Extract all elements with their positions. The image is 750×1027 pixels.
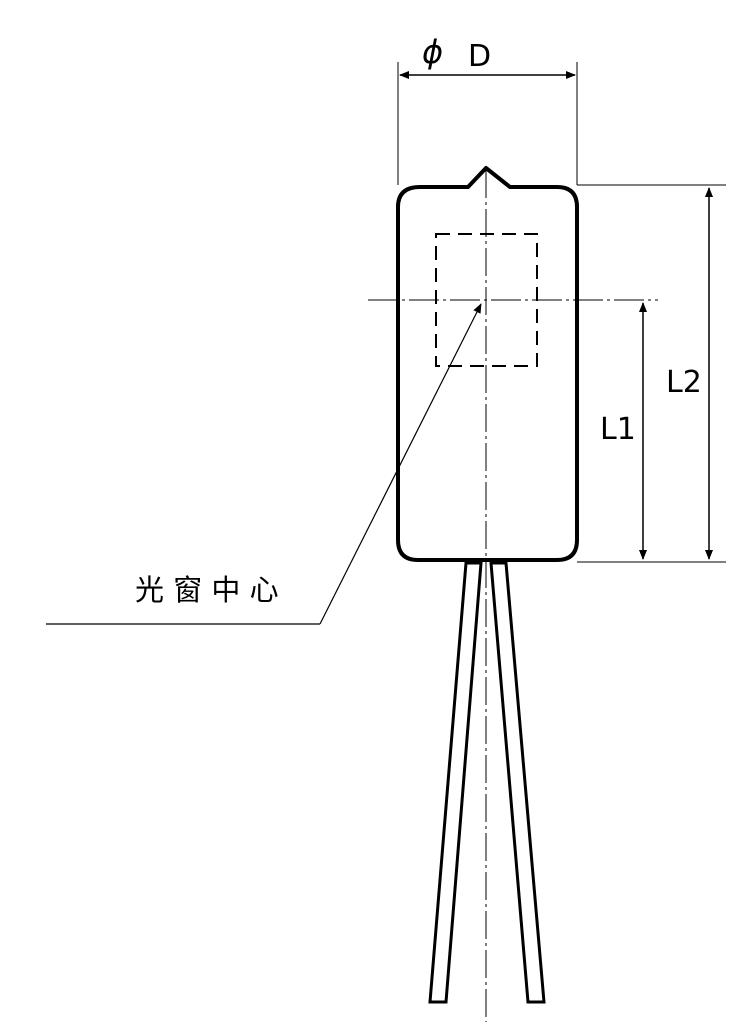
lead-left [428, 561, 483, 1004]
lead-right [489, 561, 546, 1004]
window-center-leader-arrow [319, 303, 482, 625]
diameter-label: D [468, 39, 491, 74]
diameter-symbol-label: ϕ [422, 33, 443, 71]
l2-label: L2 [666, 365, 702, 400]
l1-label: L1 [600, 412, 636, 447]
window-center-label: 光 窗 中 心 [135, 573, 279, 607]
component-body [396, 166, 579, 562]
